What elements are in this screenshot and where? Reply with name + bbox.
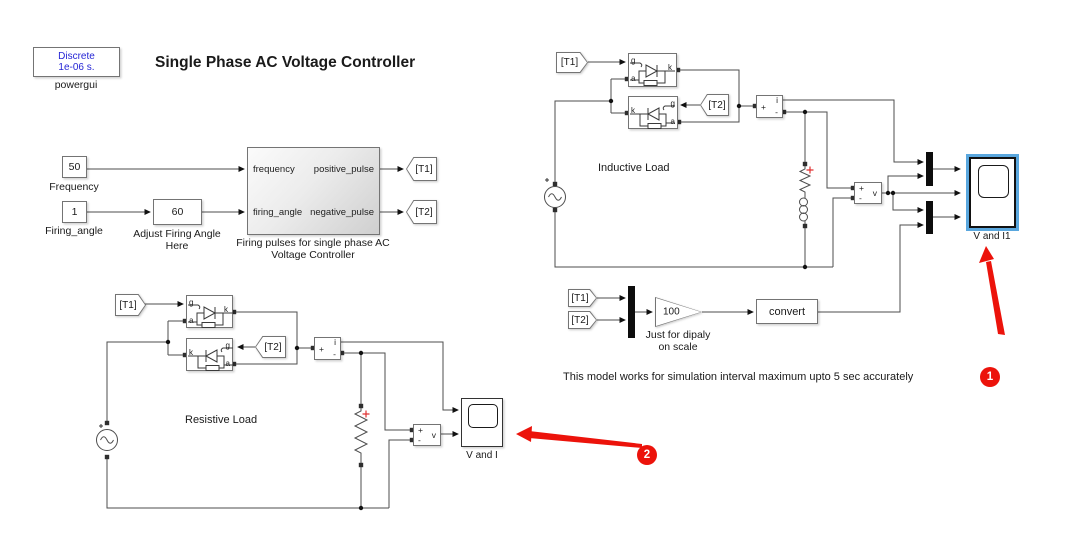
- from-tag-t2-inductive[interactable]: [T2]: [700, 94, 729, 116]
- goto-tag-t1[interactable]: [T1]: [406, 157, 437, 181]
- ac-source-inductive[interactable]: [544, 178, 566, 208]
- anode-port-label: a: [631, 74, 636, 83]
- mux-block[interactable]: [926, 152, 933, 186]
- from-tag-t1-inductive[interactable]: [T1]: [556, 52, 588, 73]
- firing-pulse-subsystem[interactable]: frequency firing_angle positive_pulse ne…: [247, 147, 380, 235]
- annotation-badge-2: 2: [637, 445, 657, 465]
- from-tag-t1-display[interactable]: [T1]: [568, 289, 597, 307]
- current-measurement-block[interactable]: + i -: [756, 95, 783, 118]
- plus-port-label: +: [761, 102, 766, 112]
- constant-frequency-value: 50: [68, 161, 81, 173]
- powergui-block[interactable]: Discrete 1e-06 s.: [33, 47, 120, 77]
- resistive-load-caption: Resistive Load: [185, 414, 258, 426]
- inductive-load-caption: Inductive Load: [598, 162, 670, 174]
- from-tag-t2-display[interactable]: [T2]: [568, 311, 597, 329]
- subsystem-port-firing-angle: firing_angle: [253, 207, 303, 218]
- annotation-arrow-1: [979, 246, 1005, 335]
- constant-firing-angle-value: 1: [71, 206, 78, 218]
- convert-block[interactable]: convert: [756, 299, 818, 324]
- subsystem-port-positive-pulse: positive_pulse: [313, 164, 374, 175]
- minus-port-label: -: [775, 106, 778, 117]
- adjust-firing-angle-caption: Adjust Firing Angle Here: [133, 228, 221, 252]
- minus-port-label: -: [333, 348, 336, 359]
- gate-port-label: g: [189, 298, 194, 307]
- port-squares: [104, 67, 856, 468]
- subsystem-port-frequency: frequency: [253, 164, 295, 175]
- minus-port-label: -: [859, 192, 862, 203]
- goto-tag-t2[interactable]: [T2]: [406, 200, 437, 224]
- minus-port-label: -: [418, 434, 421, 445]
- constant-firing-angle-caption: Firing_angle: [45, 225, 103, 237]
- powergui-line2: 1e-06 s.: [58, 62, 95, 73]
- branch-polarity-plus-icon: [806, 166, 814, 174]
- scope-screen-icon: [468, 404, 498, 428]
- voltage-output-label: v: [431, 430, 436, 440]
- scope-v-and-i1[interactable]: [966, 154, 1019, 231]
- scope-screen-icon: [978, 165, 1009, 198]
- anode-port-label: a: [670, 117, 675, 126]
- anode-port-label: a: [225, 359, 230, 368]
- powergui-line1: Discrete: [58, 50, 95, 62]
- model-note: This model works for simulation interval…: [563, 371, 914, 383]
- anode-port-label: a: [189, 316, 194, 325]
- powergui-caption: powergui: [54, 79, 98, 91]
- branch-polarity-plus-icon: [362, 410, 370, 418]
- gate-port-label: g: [225, 341, 230, 350]
- annotation-arrow-2: [516, 426, 642, 448]
- scope-v-and-i-caption: V and I: [466, 450, 498, 461]
- scope-v-and-i1-caption: V and I1: [973, 231, 1011, 242]
- thyristor3-block[interactable]: k g a: [186, 338, 234, 371]
- signal-wires: [87, 59, 961, 437]
- voltage-output-label: v: [872, 188, 877, 198]
- plus-port-label: +: [319, 344, 324, 354]
- gain-value: 100: [663, 306, 680, 318]
- cathode-port-label: k: [631, 106, 635, 115]
- current-output-label: i: [334, 337, 336, 347]
- gain-block[interactable]: 100: [655, 297, 702, 327]
- scope-v-and-i[interactable]: [461, 398, 503, 447]
- mux2-block[interactable]: [628, 286, 635, 338]
- constant-frequency-block[interactable]: 50: [62, 156, 87, 178]
- adjust-firing-angle-block[interactable]: 60: [153, 199, 202, 225]
- electrical-wires: [106, 69, 853, 509]
- subsystem-port-negative-pulse: negative_pulse: [310, 207, 374, 218]
- voltage-measurement1-block[interactable]: + - v: [413, 424, 441, 446]
- from-tag-t1-resistive[interactable]: [T1]: [115, 294, 146, 316]
- gate-port-label: g: [670, 99, 675, 108]
- thyristor2-block[interactable]: g a k: [186, 295, 234, 328]
- cathode-port-label: k: [189, 348, 193, 357]
- series-rlc-branch[interactable]: [798, 164, 812, 226]
- ac-source-resistive[interactable]: [96, 424, 118, 451]
- convert-label: convert: [768, 305, 806, 318]
- annotation-badge-1: 1: [980, 367, 1000, 387]
- from-tag-t2-resistive[interactable]: [T2]: [255, 336, 286, 358]
- gain-caption: Just for dipaly on scale: [645, 329, 711, 353]
- series-r-branch[interactable]: [353, 406, 369, 465]
- current-output-label: i: [776, 95, 778, 105]
- junction-dots: [165, 98, 896, 511]
- model-title: Single Phase AC Voltage Controller: [155, 54, 416, 71]
- cathode-port-label: k: [224, 305, 228, 314]
- gate-port-label: g: [631, 56, 636, 65]
- voltage-measurement-block[interactable]: + - v: [854, 182, 882, 204]
- adjust-firing-angle-value: 60: [171, 206, 184, 218]
- plus-port-label: +: [418, 425, 423, 435]
- constant-firing-angle-block[interactable]: 1: [62, 201, 87, 223]
- cathode-port-label: k: [668, 63, 672, 72]
- mux1-block[interactable]: [926, 201, 933, 234]
- plus-port-label: +: [859, 183, 864, 193]
- firing-pulse-subsystem-caption: Firing pulses for single phase AC Voltag…: [236, 237, 390, 261]
- thyristor1-block[interactable]: k g a: [628, 96, 678, 129]
- thyristor-block[interactable]: g a k: [628, 53, 677, 87]
- constant-frequency-caption: Frequency: [49, 181, 99, 193]
- current-measurement1-block[interactable]: + i -: [314, 337, 341, 360]
